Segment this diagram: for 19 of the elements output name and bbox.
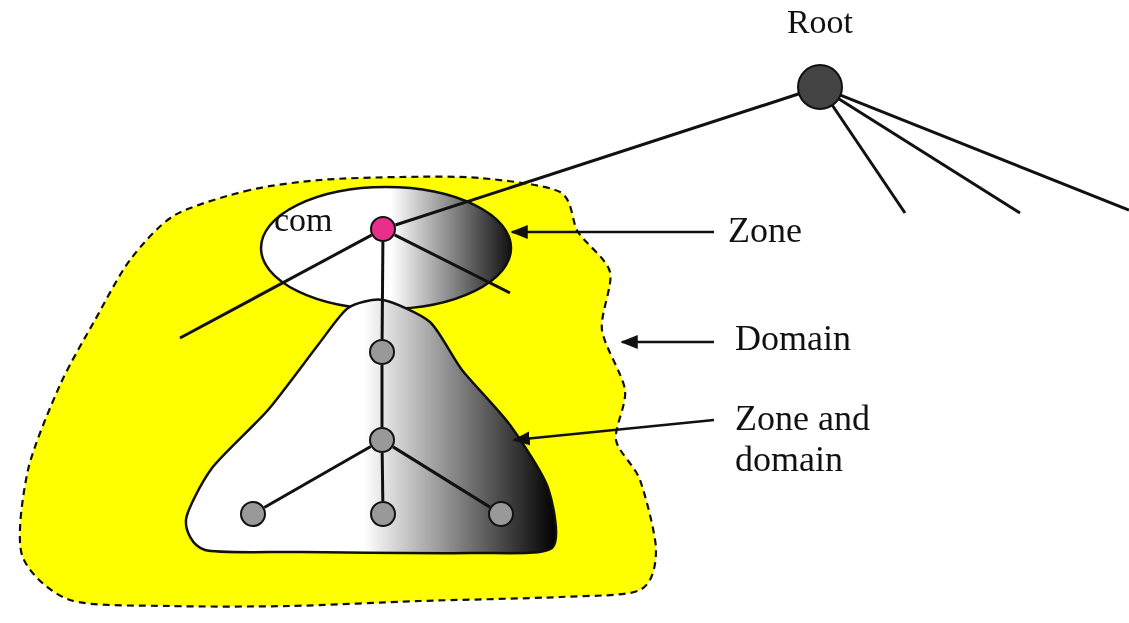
tree-link <box>393 233 511 295</box>
callout-label: Zone <box>728 210 838 254</box>
tree-link <box>380 242 385 339</box>
tree-link <box>839 93 1129 212</box>
tree-link <box>263 445 372 509</box>
arrow <box>620 335 714 349</box>
callout-label: Zone and domain <box>735 398 945 498</box>
zone-label: com <box>274 200 333 240</box>
tree-link <box>179 233 373 340</box>
node-label: Root <box>785 2 855 42</box>
tree-link <box>380 453 385 501</box>
arrow <box>510 225 714 239</box>
tree-link <box>837 97 1021 215</box>
tree-link <box>392 445 491 509</box>
arrow <box>512 418 715 446</box>
tree-link <box>380 365 384 427</box>
callout-label: Domain <box>735 318 905 366</box>
tree-link <box>831 104 907 214</box>
tree-link <box>394 92 800 227</box>
